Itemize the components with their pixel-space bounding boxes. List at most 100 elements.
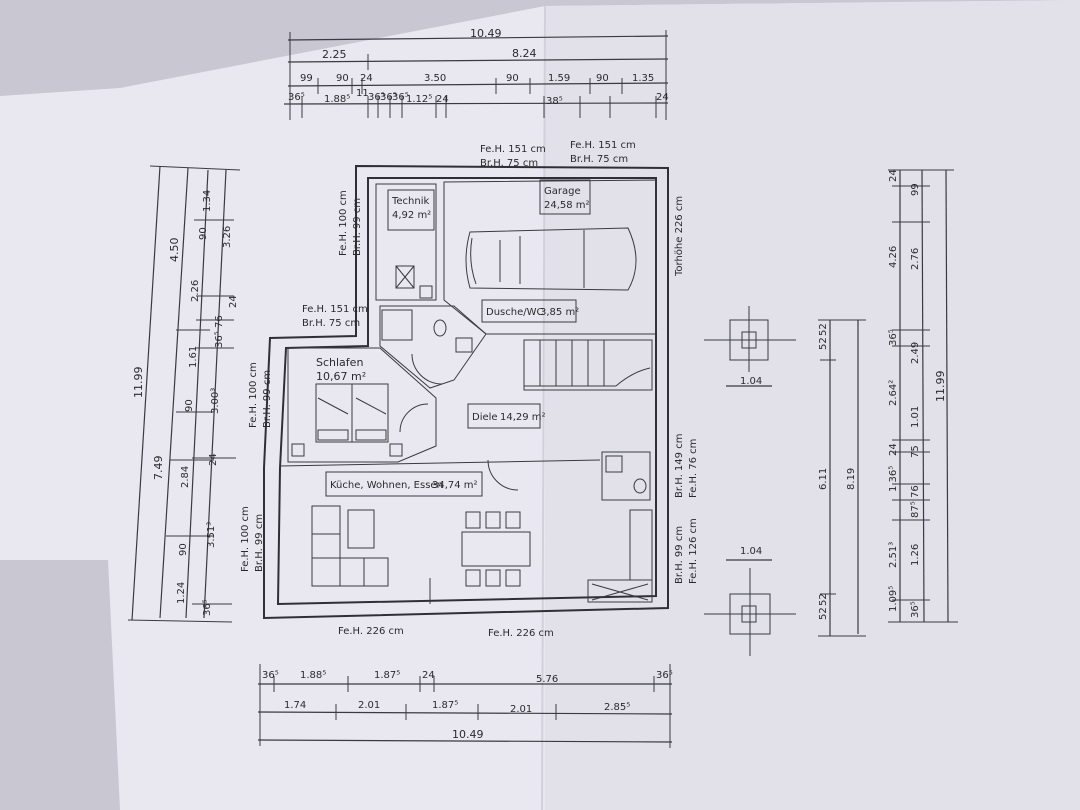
room-schlafen-name: Schlafen xyxy=(316,356,363,369)
dining-table-icon xyxy=(461,511,531,587)
paper-fold xyxy=(541,5,546,810)
dim-top-4-9: 24 xyxy=(656,92,669,103)
outer-wall xyxy=(263,164,669,620)
toilet-icon xyxy=(433,319,447,337)
win-right-k-br: Br.H. 99 cm xyxy=(674,526,685,584)
win-top-left-fe: Fe.H. 151 cm xyxy=(480,144,546,155)
technik-wall xyxy=(375,183,437,301)
dim-top-4-3: 36⁵ xyxy=(368,92,385,103)
dim-top-4-2: 11 xyxy=(356,88,369,99)
win-kueche-fe: Fe.H. 100 cm xyxy=(240,506,251,572)
dim-right-c-0: 24 xyxy=(888,169,899,182)
dim-top-4-8: 38⁵ xyxy=(546,96,563,107)
win-right-wc-fe: Fe.H. 76 cm xyxy=(688,439,699,498)
dim-bot-1-5: 36⁵ xyxy=(656,670,673,681)
dim-left-4-8: 3.51³ xyxy=(206,522,217,548)
room-technik-area: 4,92 m² xyxy=(392,210,431,221)
dim-right-c-6: 1.01 xyxy=(910,406,921,428)
garage-tor-height: Torhöhe 226 cm xyxy=(674,196,685,277)
dim-left-3-4: 90 xyxy=(178,543,189,556)
dim-left-3-3: 2.84 xyxy=(180,466,191,488)
dim-top-3-4: 90 xyxy=(506,73,519,84)
dim-left-3-0: 2.26 xyxy=(190,280,201,302)
dim-top-2-1: 8.24 xyxy=(512,47,537,60)
win-top-right-br: Br.H. 75 cm xyxy=(570,154,628,165)
room-dusche-name: Dusche/WC xyxy=(486,307,543,318)
dim-bot-1-1: 1.88⁵ xyxy=(300,670,326,681)
floor-plan: Technik 4,92 m² Garage 24,58 m² Dusche/W… xyxy=(263,164,669,620)
dim-right-d-2: 52 xyxy=(818,607,829,620)
dim-right-a-0: 6.11 xyxy=(818,468,829,490)
win-mid-fe: Fe.H. 151 cm xyxy=(302,304,368,315)
win-mid-br: Br.H. 75 cm xyxy=(302,318,360,329)
dim-right-b-3: 2.51³ xyxy=(888,542,899,568)
dim-bot-2-1: 2.01 xyxy=(358,700,380,711)
dim-bot-2-4: 2.85⁵ xyxy=(604,702,630,713)
dim-right-c-5: 24 xyxy=(888,443,899,456)
dim-left-4-7: 24 xyxy=(208,453,219,466)
dim-right-d-0: 52 xyxy=(818,337,829,350)
stairs xyxy=(523,339,653,391)
dim-bot-1-2: 1.87⁵ xyxy=(374,670,400,681)
dim-top-4-7: 24 xyxy=(436,94,449,105)
win-technik-fe: Fe.H. 100 cm xyxy=(338,190,349,256)
dim-bot-2-3: 2.01 xyxy=(510,704,532,715)
win-technik-br: Br.H. 99 cm xyxy=(352,198,363,256)
dim-right-a-1: 8.19 xyxy=(846,468,857,490)
dim-right-c-1: 99 xyxy=(910,183,921,196)
wc-sink-icon xyxy=(605,455,623,473)
right-dimensions: 52 52 52 52 6.11 8.19 4.26 2.64² 1.36⁵ 2… xyxy=(818,169,958,637)
kueche-top-wall xyxy=(279,459,601,467)
win-bottom-right-fe: Fe.H. 226 cm xyxy=(488,628,554,639)
car-icon xyxy=(465,227,637,291)
dim-right-c-10: 1.26 xyxy=(910,544,921,566)
nightstand-right xyxy=(389,443,403,457)
dim-top-3-0: 99 xyxy=(300,73,313,84)
dim-left-4-0: 1.34 xyxy=(202,190,213,212)
dim-right-c-11: 36⁵ xyxy=(910,601,921,618)
dim-left-4-3: 24 xyxy=(228,295,239,308)
room-technik-name: Technik xyxy=(391,196,430,207)
wc-toilet-icon xyxy=(633,478,647,494)
win-top-right-fe: Fe.H. 151 cm xyxy=(570,140,636,151)
bed-icon xyxy=(315,383,389,443)
dim-left-4-1: 90 xyxy=(198,227,209,240)
dim-right-b-0: 4.26 xyxy=(888,246,899,268)
dim-right-b-2: 1.36⁵ xyxy=(888,466,899,492)
dim-right-c-4: 2.49 xyxy=(910,342,921,364)
room-kueche-name: Küche, Wohnen, Essen xyxy=(330,480,443,491)
dim-top-total: 10.49 xyxy=(470,27,502,40)
dim-left-total: 11.99 xyxy=(132,367,145,399)
kitchen-counter xyxy=(587,509,653,603)
room-schlafen-area: 10,67 m² xyxy=(316,370,366,383)
win-kueche-br: Br.H. 99 cm xyxy=(254,514,265,572)
win-right-k-fe: Fe.H. 126 cm xyxy=(688,518,699,584)
dim-left-4-2: 3.26 xyxy=(222,226,233,248)
win-bottom-left-fe: Fe.H. 226 cm xyxy=(338,626,404,637)
dim-right-c-8: 76 xyxy=(910,485,921,498)
technik-label-box xyxy=(387,189,435,231)
column-detail-upper: 1.04 xyxy=(704,306,796,387)
dim-bot-1-0: 36⁵ xyxy=(262,670,279,681)
column-detail-lower: 1.04 xyxy=(704,546,796,656)
room-diele-area: 14,29 m² xyxy=(500,412,546,423)
col-lower-dim: 1.04 xyxy=(740,546,762,557)
garage-label-box xyxy=(539,179,591,215)
diele-label-box xyxy=(467,403,541,429)
dim-left-2-1: 7.49 xyxy=(152,456,165,481)
garage-wall xyxy=(443,179,657,335)
dim-left-3-5: 1.24 xyxy=(176,582,187,604)
col-upper-dim: 1.04 xyxy=(740,376,762,387)
dim-top-3-1: 90 xyxy=(336,73,349,84)
dim-bot-1-4: 5.76 xyxy=(536,674,558,685)
wc-room xyxy=(601,451,651,501)
dim-left-4-5: 36⁵ xyxy=(214,331,225,348)
dim-top-2-0: 2.25 xyxy=(322,48,347,61)
paper-fold-shade xyxy=(545,0,1080,810)
win-schlafen-fe: Fe.H. 100 cm xyxy=(248,362,259,428)
room-garage-name: Garage xyxy=(544,186,581,197)
dim-left-4-9: 36⁵ xyxy=(202,599,213,616)
dim-right-c-9: 87⁵ xyxy=(910,501,921,518)
bottom-dimensions: 36⁵ 1.88⁵ 1.87⁵ 24 5.76 36⁵ 1.74 2.01 1.… xyxy=(257,664,673,748)
